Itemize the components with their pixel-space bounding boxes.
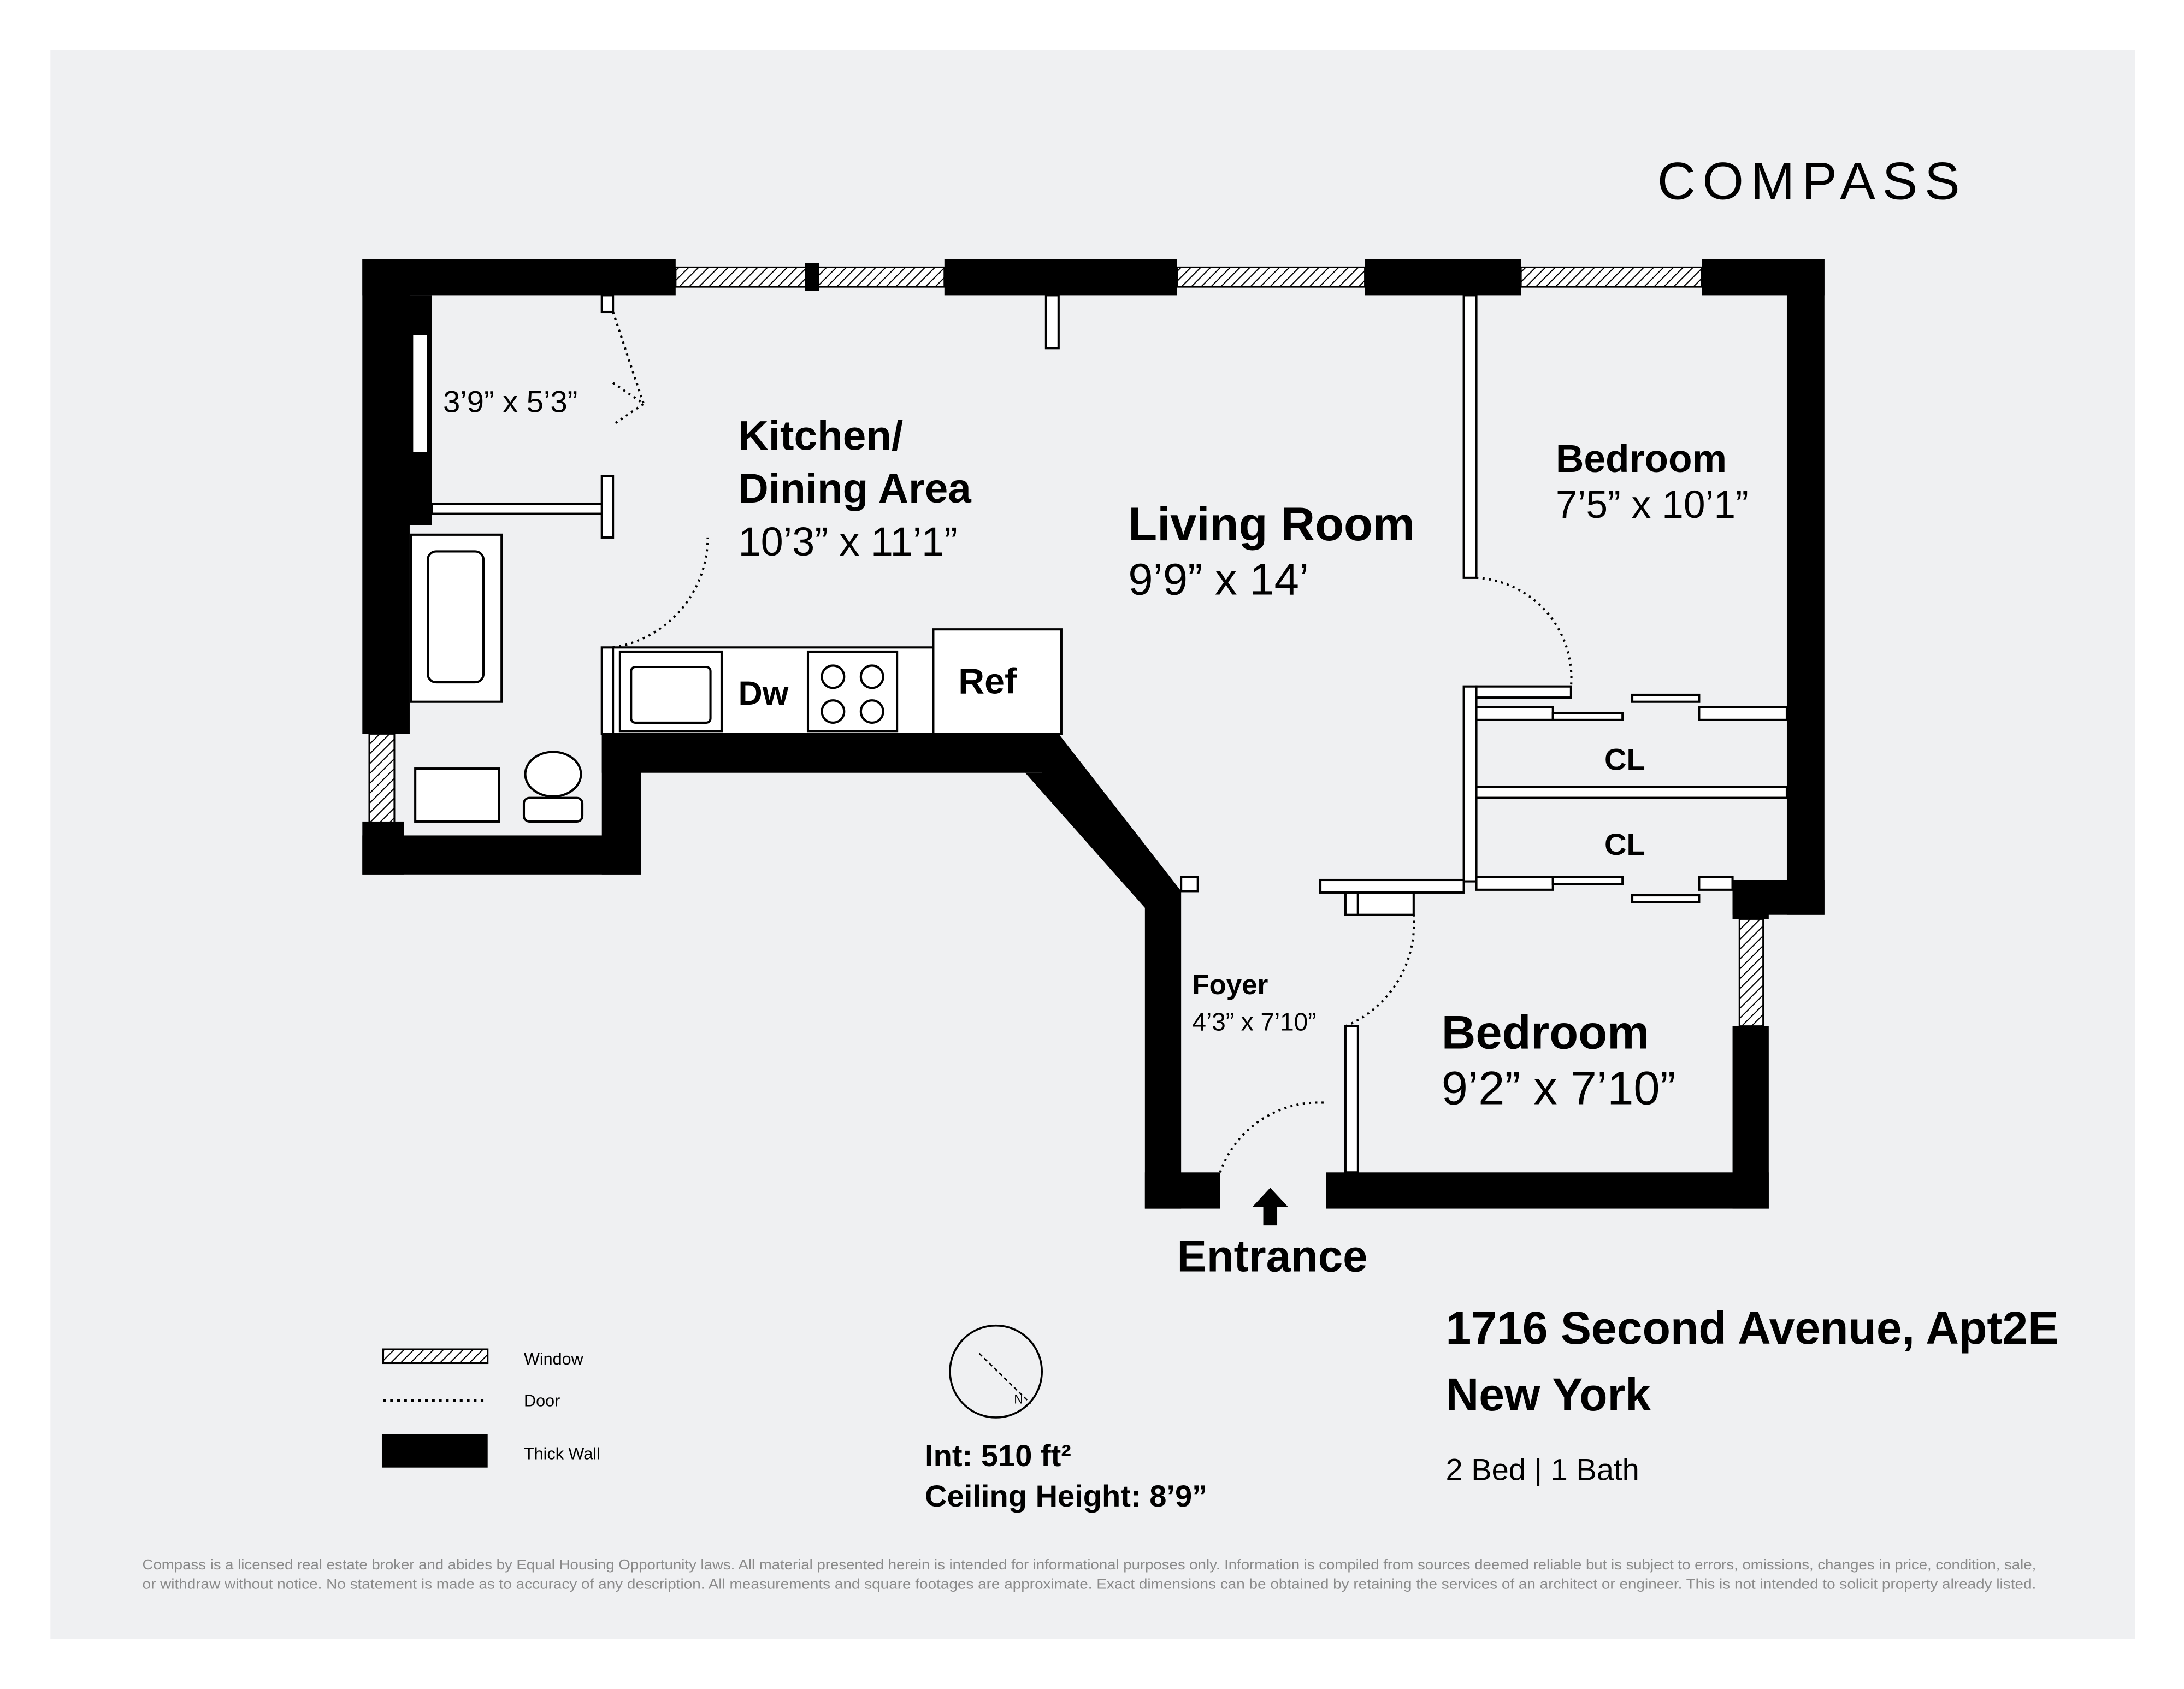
north-compass-icon: N [949,1324,1043,1419]
bedroom-2-label: Bedroom [1442,1006,1649,1059]
svg-text:N: N [1014,1392,1023,1406]
closet-dimensions: 3’9” x 5’3” [443,385,577,419]
refrigerator-label: Ref [958,661,1017,701]
disclaimer-line-1: Compass is a licensed real estate broker… [143,1556,2037,1573]
compass-logo: COMPASS [1657,151,1967,211]
window-bedroom-2 [1738,918,1764,1027]
closet-1-label: CL [1604,742,1645,777]
room-labels: 3’9” x 5’3” Kitchen/ Dining Area 10’3” x… [443,385,1749,1281]
legend-wall-label: Thick Wall [524,1444,600,1463]
entrance-label: Entrance [1177,1231,1367,1281]
listing-beds-baths: 2 Bed | 1 Bath [1445,1452,1639,1487]
window-living [1176,266,1366,288]
legend: Window Door Thick Wall [381,1348,600,1468]
legend-window-label: Window [524,1350,584,1368]
legend-wall-swatch [381,1434,488,1468]
dining-label: Dining Area [739,465,972,512]
ceiling-height: Ceiling Height: 8’9” [925,1479,1207,1513]
stove [806,650,899,733]
living-room-dimensions: 9’9” x 14’ [1128,554,1309,604]
kitchen-counter: Dw Ref [612,628,1063,735]
interior-area: Int: 510 ft² [925,1438,1071,1473]
bedroom-1-label: Bedroom [1556,437,1727,481]
kitchen-label: Kitchen/ [739,412,904,459]
kitchen-dimensions: 10’3” x 11’1” [739,519,958,564]
doors [612,311,1573,1173]
legend-door-label: Door [524,1392,560,1410]
window-bedroom [1520,266,1703,288]
foyer-label: Foyer [1193,969,1268,1000]
window-bath [368,733,396,836]
bedroom-1-dimensions: 7’5” x 10’1” [1556,483,1749,527]
listing-city: New York [1445,1369,1651,1420]
entrance-arrow-icon [1252,1188,1289,1226]
bathroom-fixtures [410,533,584,823]
legend-window-swatch [382,1348,489,1365]
closet-2-label: CL [1604,827,1645,861]
living-room-label: Living Room [1128,498,1415,551]
bedroom-2-dimensions: 9’2” x 7’10” [1442,1062,1676,1114]
refrigerator [932,628,1063,735]
toilet [524,751,582,798]
thin-walls [430,294,1788,1174]
listing-address: 1716 Second Avenue, Apt2E [1445,1302,2058,1354]
bath-sink [414,767,500,823]
foyer-dimensions: 4’3” x 7’10” [1193,1007,1317,1036]
disclaimer-line-2: or withdraw without notice. No statement… [143,1575,2037,1592]
thick-walls [362,259,1825,1209]
dishwasher-label: Dw [739,675,789,712]
floor-plan: Dw Ref 3’9” x 5’3” Kitchen/ Dining Area … [362,259,1825,1281]
